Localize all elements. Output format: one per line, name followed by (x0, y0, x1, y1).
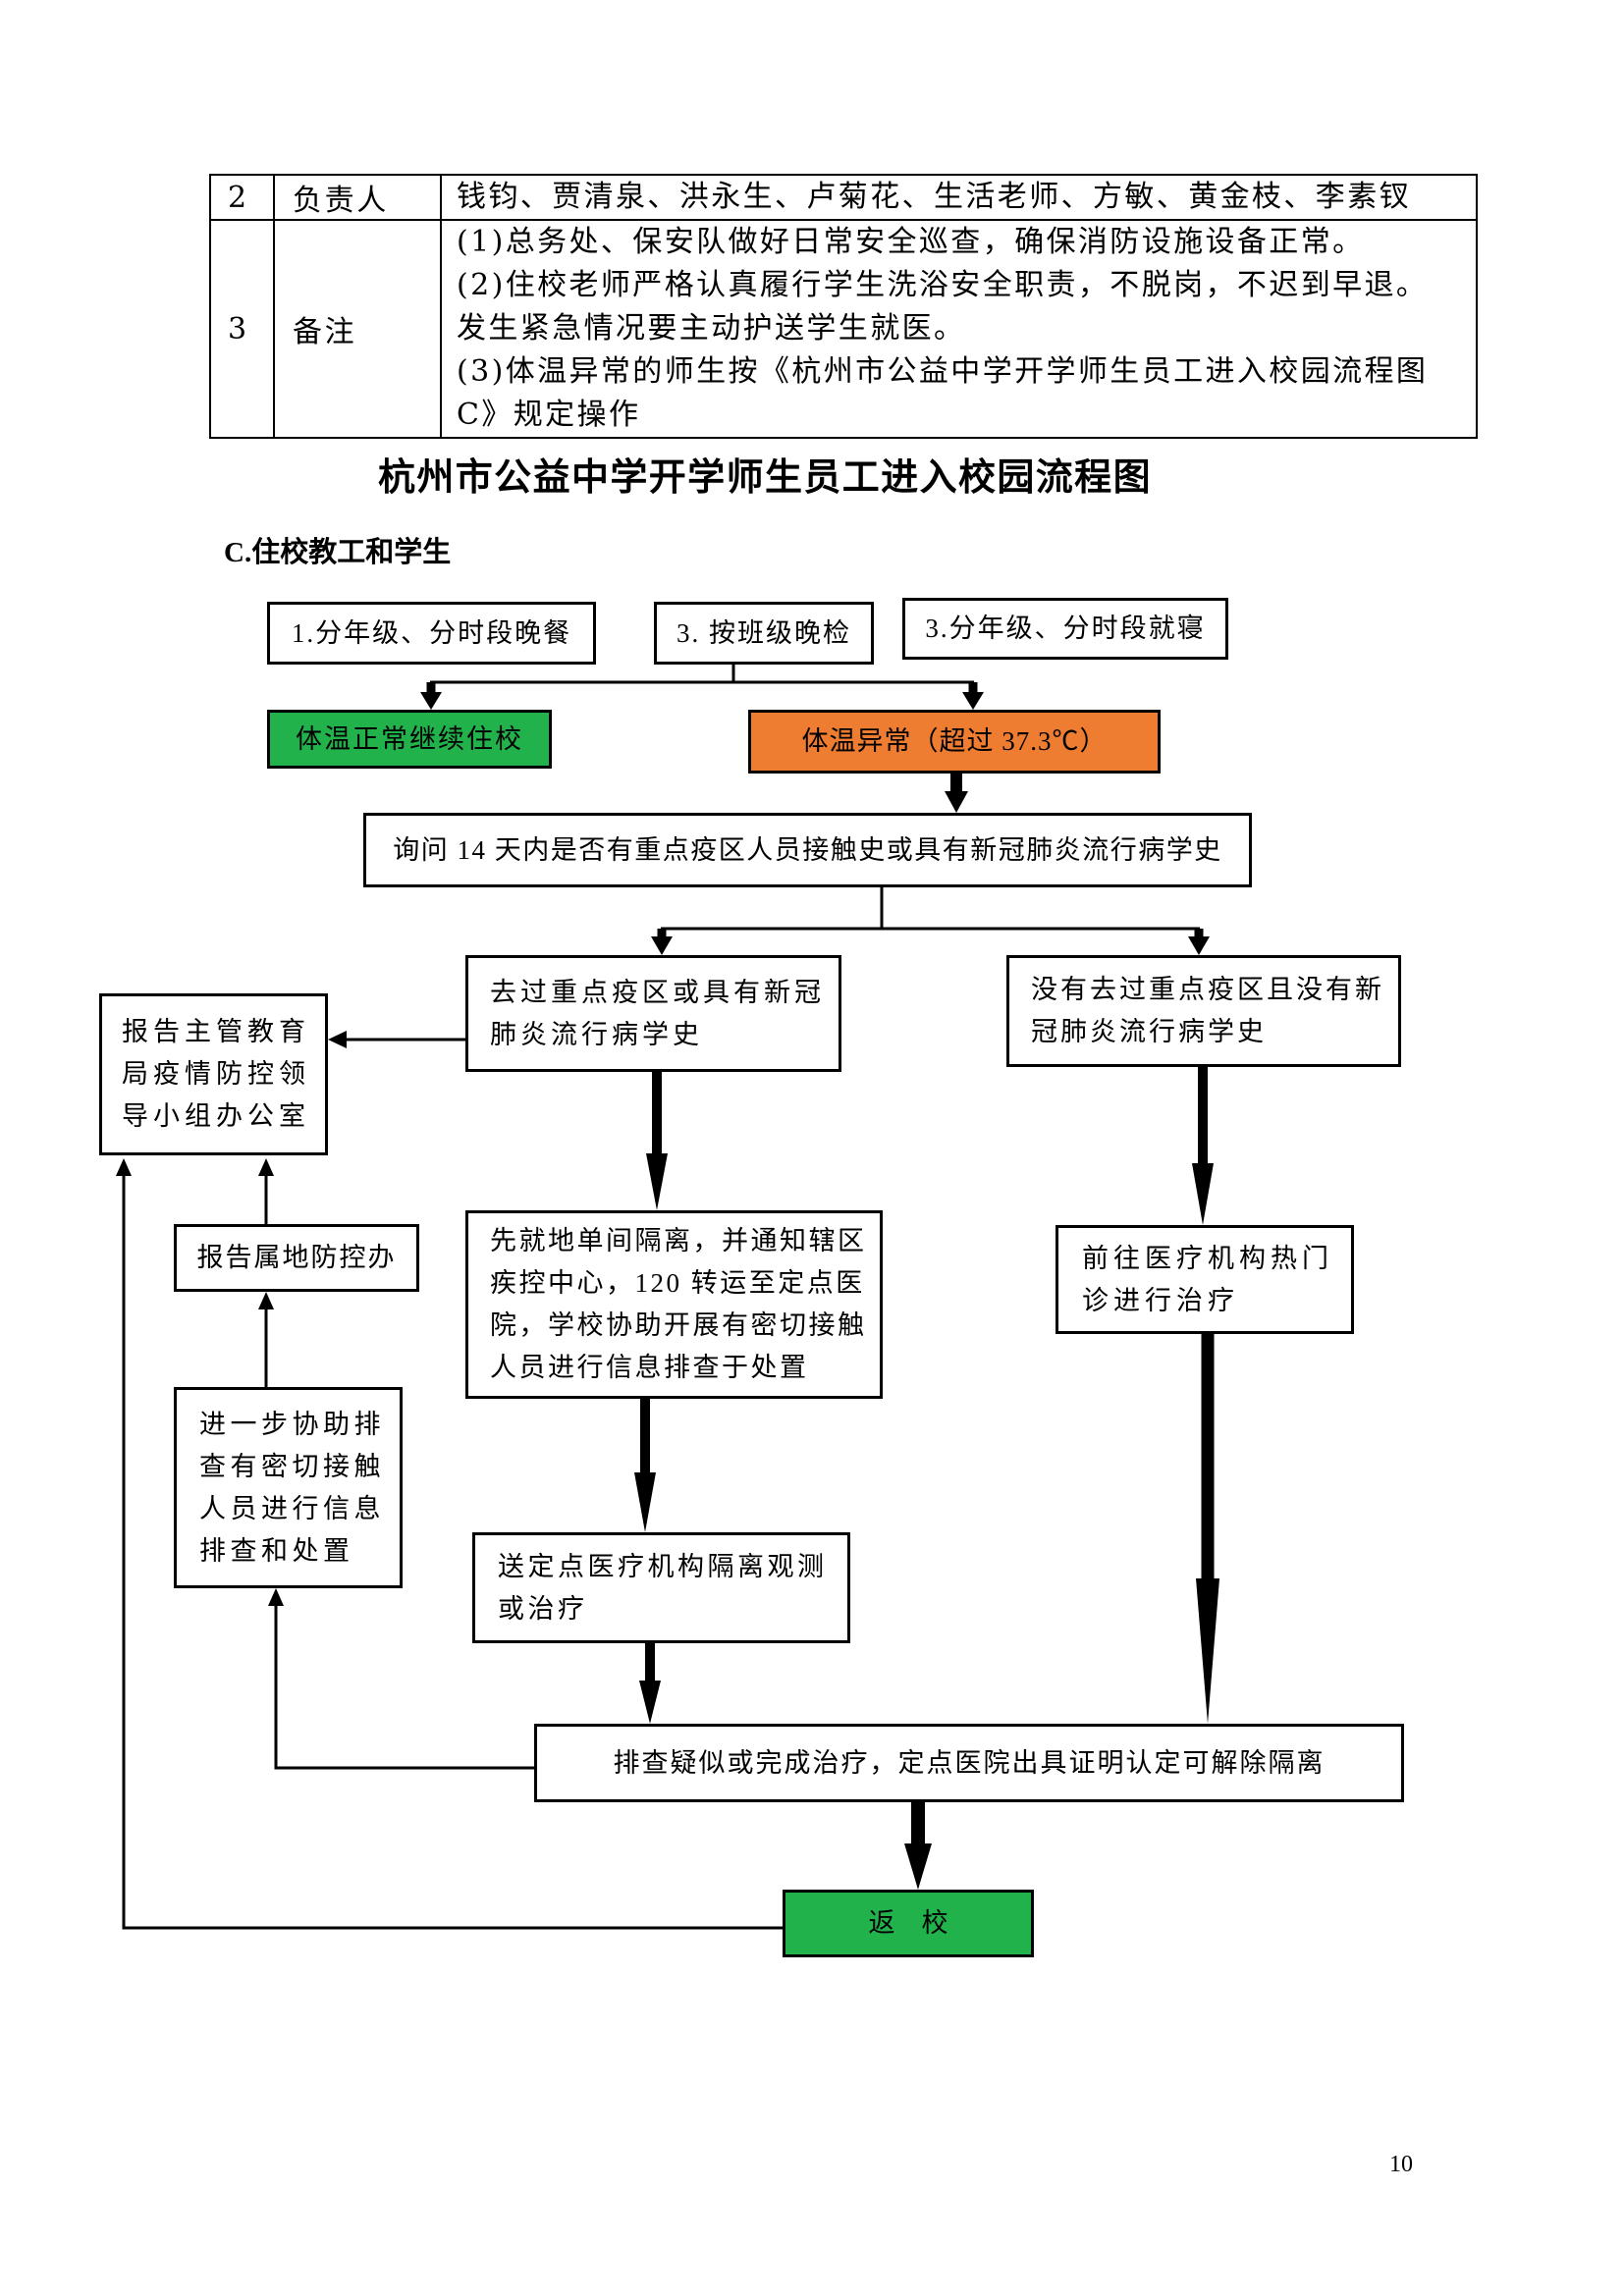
flow-box-temperature-abnormal: 体温异常（超过 37.3℃） (748, 710, 1161, 774)
arrowhead-down (962, 692, 984, 710)
box-text-line: 查有密切接触 (199, 1451, 385, 1481)
box-text-line: 疾控中心，120 转运至定点医 (490, 1268, 865, 1298)
box-text-line: 先就地单间隔离，并通知辖区 (490, 1226, 867, 1255)
box-text-line: 返 校 (868, 1908, 948, 1938)
responsibility-table: 2 负责人 钱钧、贾清泉、洪永生、卢菊花、生活老师、方敏、黄金枝、李素钗 3 备… (209, 174, 1478, 439)
content-line: (3)体温异常的师生按《杭州市公益中学开学师生员工进入校园流程图 (457, 354, 1429, 389)
flow-box-fever-clinic: 前往医疗机构热门 诊进行治疗 (1056, 1225, 1354, 1334)
arrowhead-down (945, 791, 968, 813)
flow-box-designated-hospital: 送定点医疗机构隔离观测 或治疗 (472, 1532, 850, 1643)
box-text-line: 1.分年级、分时段晚餐 (291, 617, 572, 648)
flow-box-exposed: 去过重点疫区或具有新冠 肺炎流行病学史 (465, 955, 841, 1072)
flowchart-title: 杭州市公益中学开学师生员工进入校园流程图 (377, 455, 1152, 499)
row-content: (1)总务处、保安队做好日常安全巡查，确保消防设施设备正常。 (2)住校老师严格… (440, 219, 1478, 439)
row-label: 负责人 (273, 174, 442, 221)
content-line: (1)总务处、保安队做好日常安全巡查，确保消防设施设备正常。 (457, 225, 1365, 259)
box-text-line: 体温异常（超过 37.3℃） (801, 726, 1108, 756)
box-text-line: 诊进行治疗 (1082, 1285, 1239, 1315)
row-number: 3 (209, 219, 275, 439)
table-row: 2 负责人 钱钧、贾清泉、洪永生、卢菊花、生活老师、方敏、黄金枝、李素钗 (209, 174, 1478, 221)
flow-box-release-isolation: 排查疑似或完成治疗，定点医院出具证明认定可解除隔离 (534, 1724, 1404, 1802)
box-text-line: 排查和处置 (199, 1535, 354, 1566)
box-text-line: 前往医疗机构热门 (1082, 1243, 1333, 1273)
page-number: 10 (1389, 2152, 1413, 2177)
flow-box-evening-check: 3. 按班级晚检 (654, 602, 874, 665)
arrowhead-down (1192, 1163, 1214, 1225)
box-text-line: 3.分年级、分时段就寝 (925, 614, 1206, 643)
arrowhead-up (268, 1588, 284, 1606)
arrowhead-down (639, 1681, 661, 1724)
row-number: 2 (209, 174, 275, 221)
arrowhead-down (1188, 936, 1210, 955)
box-text-line: 3. 按班级晚检 (677, 617, 851, 648)
box-text-line: 或治疗 (498, 1593, 588, 1624)
flow-box-report-local: 报告属地防控办 (174, 1224, 419, 1292)
flow-box-report-bureau: 报告主管教育 局疫情防控领 导小组办公室 (99, 993, 328, 1155)
flow-box-return-to-school: 返 校 (783, 1890, 1034, 1957)
arrowhead-up (258, 1292, 274, 1309)
arrowhead-down (634, 1472, 656, 1532)
flow-box-temperature-normal: 体温正常继续住校 (267, 710, 552, 769)
box-text-line: 局疫情防控领 (122, 1059, 310, 1089)
flow-box-bedtime: 3.分年级、分时段就寝 (902, 598, 1228, 660)
flow-box-isolate: 先就地单间隔离，并通知辖区 疾控中心，120 转运至定点医 院，学校协助开展有密… (465, 1210, 883, 1399)
row-content: 钱钧、贾清泉、洪永生、卢菊花、生活老师、方敏、黄金枝、李素钗 (440, 174, 1478, 221)
section-heading: C.住校教工和学生 (224, 537, 452, 568)
box-text-line: 送定点医疗机构隔离观测 (498, 1551, 828, 1581)
arrowhead-up (116, 1158, 132, 1176)
content-line: 发生紧急情况要主动护送学生就医。 (457, 311, 966, 346)
flow-box-assist-trace: 进一步协助排 查有密切接触 人员进行信息 排查和处置 (174, 1387, 403, 1588)
box-text-line: 询问 14 天内是否有重点疫区人员接触史或具有新冠肺炎流行病学史 (393, 834, 1222, 865)
box-text-line: 没有去过重点疫区且没有新 (1031, 975, 1384, 1004)
box-text-line: 体温正常继续住校 (296, 723, 523, 754)
row-label: 备注 (273, 219, 442, 439)
box-text-line: 导小组办公室 (122, 1101, 310, 1131)
box-text-line: 院，学校协助开展有密切接触 (490, 1310, 867, 1340)
arrowhead-up (258, 1158, 274, 1176)
box-text-line: 冠肺炎流行病学史 (1031, 1017, 1267, 1046)
flow-box-not-exposed: 没有去过重点疫区且没有新 冠肺炎流行病学史 (1006, 955, 1401, 1067)
box-text-line: 人员进行信息 (199, 1493, 385, 1523)
box-text-line: 排查疑似或完成治疗，定点医院出具证明认定可解除隔离 (613, 1747, 1326, 1778)
flow-box-dinner: 1.分年级、分时段晚餐 (267, 602, 596, 665)
box-text-line: 去过重点疫区或具有新冠 (490, 977, 825, 1007)
box-text-line: 进一步协助排 (199, 1409, 385, 1439)
arrowhead-down (651, 936, 673, 955)
arrowhead-down (646, 1153, 668, 1210)
arrowhead-down (1196, 1578, 1219, 1724)
content-line: 钱钧、贾清泉、洪永生、卢菊花、生活老师、方敏、黄金枝、李素钗 (457, 180, 1411, 214)
table-row: 3 备注 (1)总务处、保安队做好日常安全巡查，确保消防设施设备正常。 (2)住… (209, 219, 1478, 439)
box-text-line: 报告属地防控办 (196, 1243, 397, 1272)
box-text-line: 肺炎流行病学史 (490, 1019, 703, 1049)
content-line: C》规定操作 (457, 398, 641, 432)
arrowhead-down (420, 692, 442, 710)
arrowhead-down (904, 1843, 932, 1890)
flow-box-exposure-inquiry: 询问 14 天内是否有重点疫区人员接触史或具有新冠肺炎流行病学史 (363, 813, 1252, 887)
box-text-line: 人员进行信息排查于处置 (490, 1353, 809, 1382)
box-text-line: 报告主管教育 (122, 1017, 310, 1046)
arrowhead-left (328, 1031, 347, 1048)
content-line: (2)住校老师严格认真履行学生洗浴安全职责，不脱岗，不迟到早退。 (457, 268, 1429, 302)
